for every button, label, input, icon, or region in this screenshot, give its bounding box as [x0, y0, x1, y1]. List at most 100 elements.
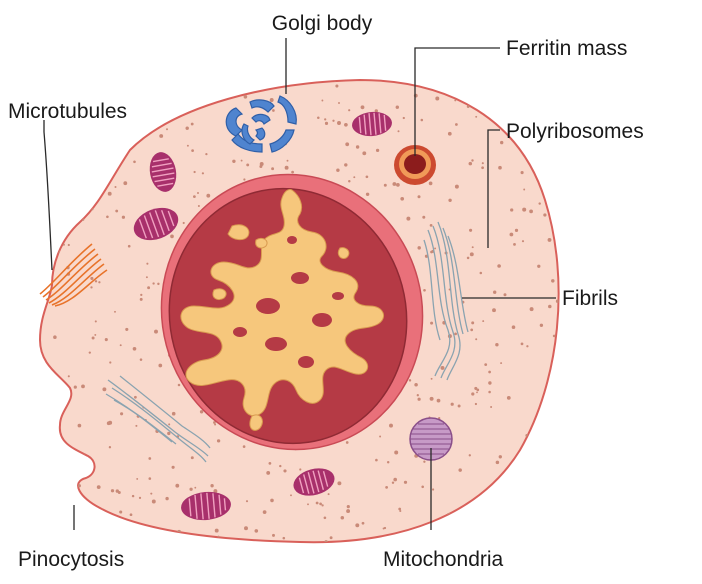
ribosome-dot	[555, 299, 559, 304]
ribosome-dot	[335, 84, 339, 88]
ribosome-dot	[157, 282, 160, 286]
leader-ferritin	[414, 47, 500, 156]
ribosome-dot	[488, 390, 491, 394]
ribosome-dot	[430, 377, 433, 380]
ribosome-dot	[100, 148, 104, 152]
ribosome-dot	[123, 181, 128, 186]
ribosome-dot	[416, 394, 419, 397]
ribosome-dot	[454, 184, 459, 189]
ribosome-dot	[279, 464, 282, 468]
golgi-body	[225, 95, 297, 153]
ribosome-dot	[48, 142, 51, 145]
ribosome-dot	[552, 394, 556, 398]
ribosome-dot	[548, 304, 552, 309]
ribosome-dot	[150, 492, 153, 495]
ribosome-dot	[139, 297, 143, 301]
ribosome-dot	[531, 527, 534, 531]
ribosome-dot	[513, 243, 516, 246]
ribosome-dot	[560, 196, 563, 199]
ribosome-dot	[479, 271, 483, 275]
ribosome-dot	[529, 307, 534, 312]
ribosome-dot	[115, 209, 119, 213]
ribosome-dot	[296, 80, 299, 83]
ribosome-dot	[469, 252, 474, 257]
ribosome-dot	[408, 379, 412, 382]
ribosome-dot	[348, 109, 351, 112]
ribosome-dot	[134, 395, 137, 399]
ribosome-dot	[191, 149, 194, 152]
ribosome-dot	[158, 541, 163, 543]
ribosome-dot	[355, 145, 360, 149]
ribosome-dot	[121, 215, 126, 219]
ribosome-dot	[551, 279, 555, 283]
ribosome-dot	[169, 86, 173, 90]
ribosome-dot	[177, 383, 181, 387]
label-polyribosomes: Polyribosomes	[506, 120, 644, 143]
ribosome-dot	[394, 450, 399, 455]
ribosome-dot	[547, 237, 552, 242]
ribosome-dot	[159, 134, 164, 138]
ribosome-dot	[272, 533, 275, 537]
ribosome-dot	[420, 118, 424, 122]
ribosome-dot	[59, 516, 63, 519]
ribosome-dot	[495, 460, 500, 465]
ribosome-dot	[106, 144, 109, 147]
ribosome-dot	[77, 484, 81, 488]
ribosome-dot	[495, 342, 499, 347]
ribosome-dot	[110, 489, 115, 493]
ribosome-dot	[201, 172, 205, 175]
ribosome-dot	[170, 234, 174, 239]
ribosome-dot	[547, 443, 551, 447]
ribosome-dot	[403, 480, 408, 484]
ribosome-dot	[240, 159, 243, 162]
label-golgi-body: Golgi body	[272, 12, 373, 35]
ribosome-dot	[175, 483, 180, 488]
ribosome-dot	[502, 499, 507, 504]
ribosome-dot	[471, 246, 474, 249]
ribosome-dot	[284, 165, 289, 170]
ribosome-dot	[128, 126, 132, 130]
ribosome-dot	[321, 504, 324, 507]
ribosome-dot	[49, 130, 52, 133]
ribosome-dot	[498, 165, 502, 170]
ribosome-dot	[291, 170, 294, 174]
ribosome-dot	[522, 207, 527, 212]
ribosome-dot	[490, 520, 494, 524]
ribosome-dot	[324, 540, 328, 543]
ribosome-dot	[517, 462, 520, 465]
ribosome-dot	[74, 138, 77, 142]
mitochondrion	[149, 152, 177, 192]
ribosome-dot	[423, 460, 426, 463]
ribosome-dot	[336, 168, 340, 172]
ribosome-dot	[307, 503, 309, 506]
ribosome-dot	[146, 262, 149, 265]
ribosome-dot	[101, 538, 104, 541]
ribosome-dot	[171, 465, 175, 469]
ribosome-dot	[47, 82, 50, 86]
ribosome-dot	[455, 123, 458, 126]
mitochondrion	[133, 207, 179, 241]
ribosome-dot	[109, 361, 112, 364]
ribosome-dot	[210, 484, 214, 488]
ribosome-dot	[348, 180, 351, 183]
ribosome-dot	[104, 338, 108, 342]
ribosome-dot	[396, 183, 400, 187]
ribosome-dot	[427, 531, 431, 535]
ribosome-dot	[468, 454, 471, 457]
ribosome-dot	[88, 153, 91, 157]
ribosome-dot	[397, 130, 400, 133]
ribosome-dot	[154, 329, 158, 334]
ribosome-dot	[246, 163, 250, 167]
ribosome-dot	[136, 477, 139, 480]
mitochondrion-highlighted	[409, 417, 453, 461]
ribosome-dot	[488, 370, 491, 374]
ribosome-dot	[270, 498, 274, 503]
ribosome-dot	[399, 509, 402, 513]
ribosome-dot	[232, 159, 236, 163]
ribosome-dot	[283, 469, 287, 473]
ribosome-dot	[177, 83, 180, 86]
ribosome-dot	[53, 335, 57, 339]
ribosome-dot	[189, 487, 193, 491]
ribosome-dot	[539, 323, 544, 327]
